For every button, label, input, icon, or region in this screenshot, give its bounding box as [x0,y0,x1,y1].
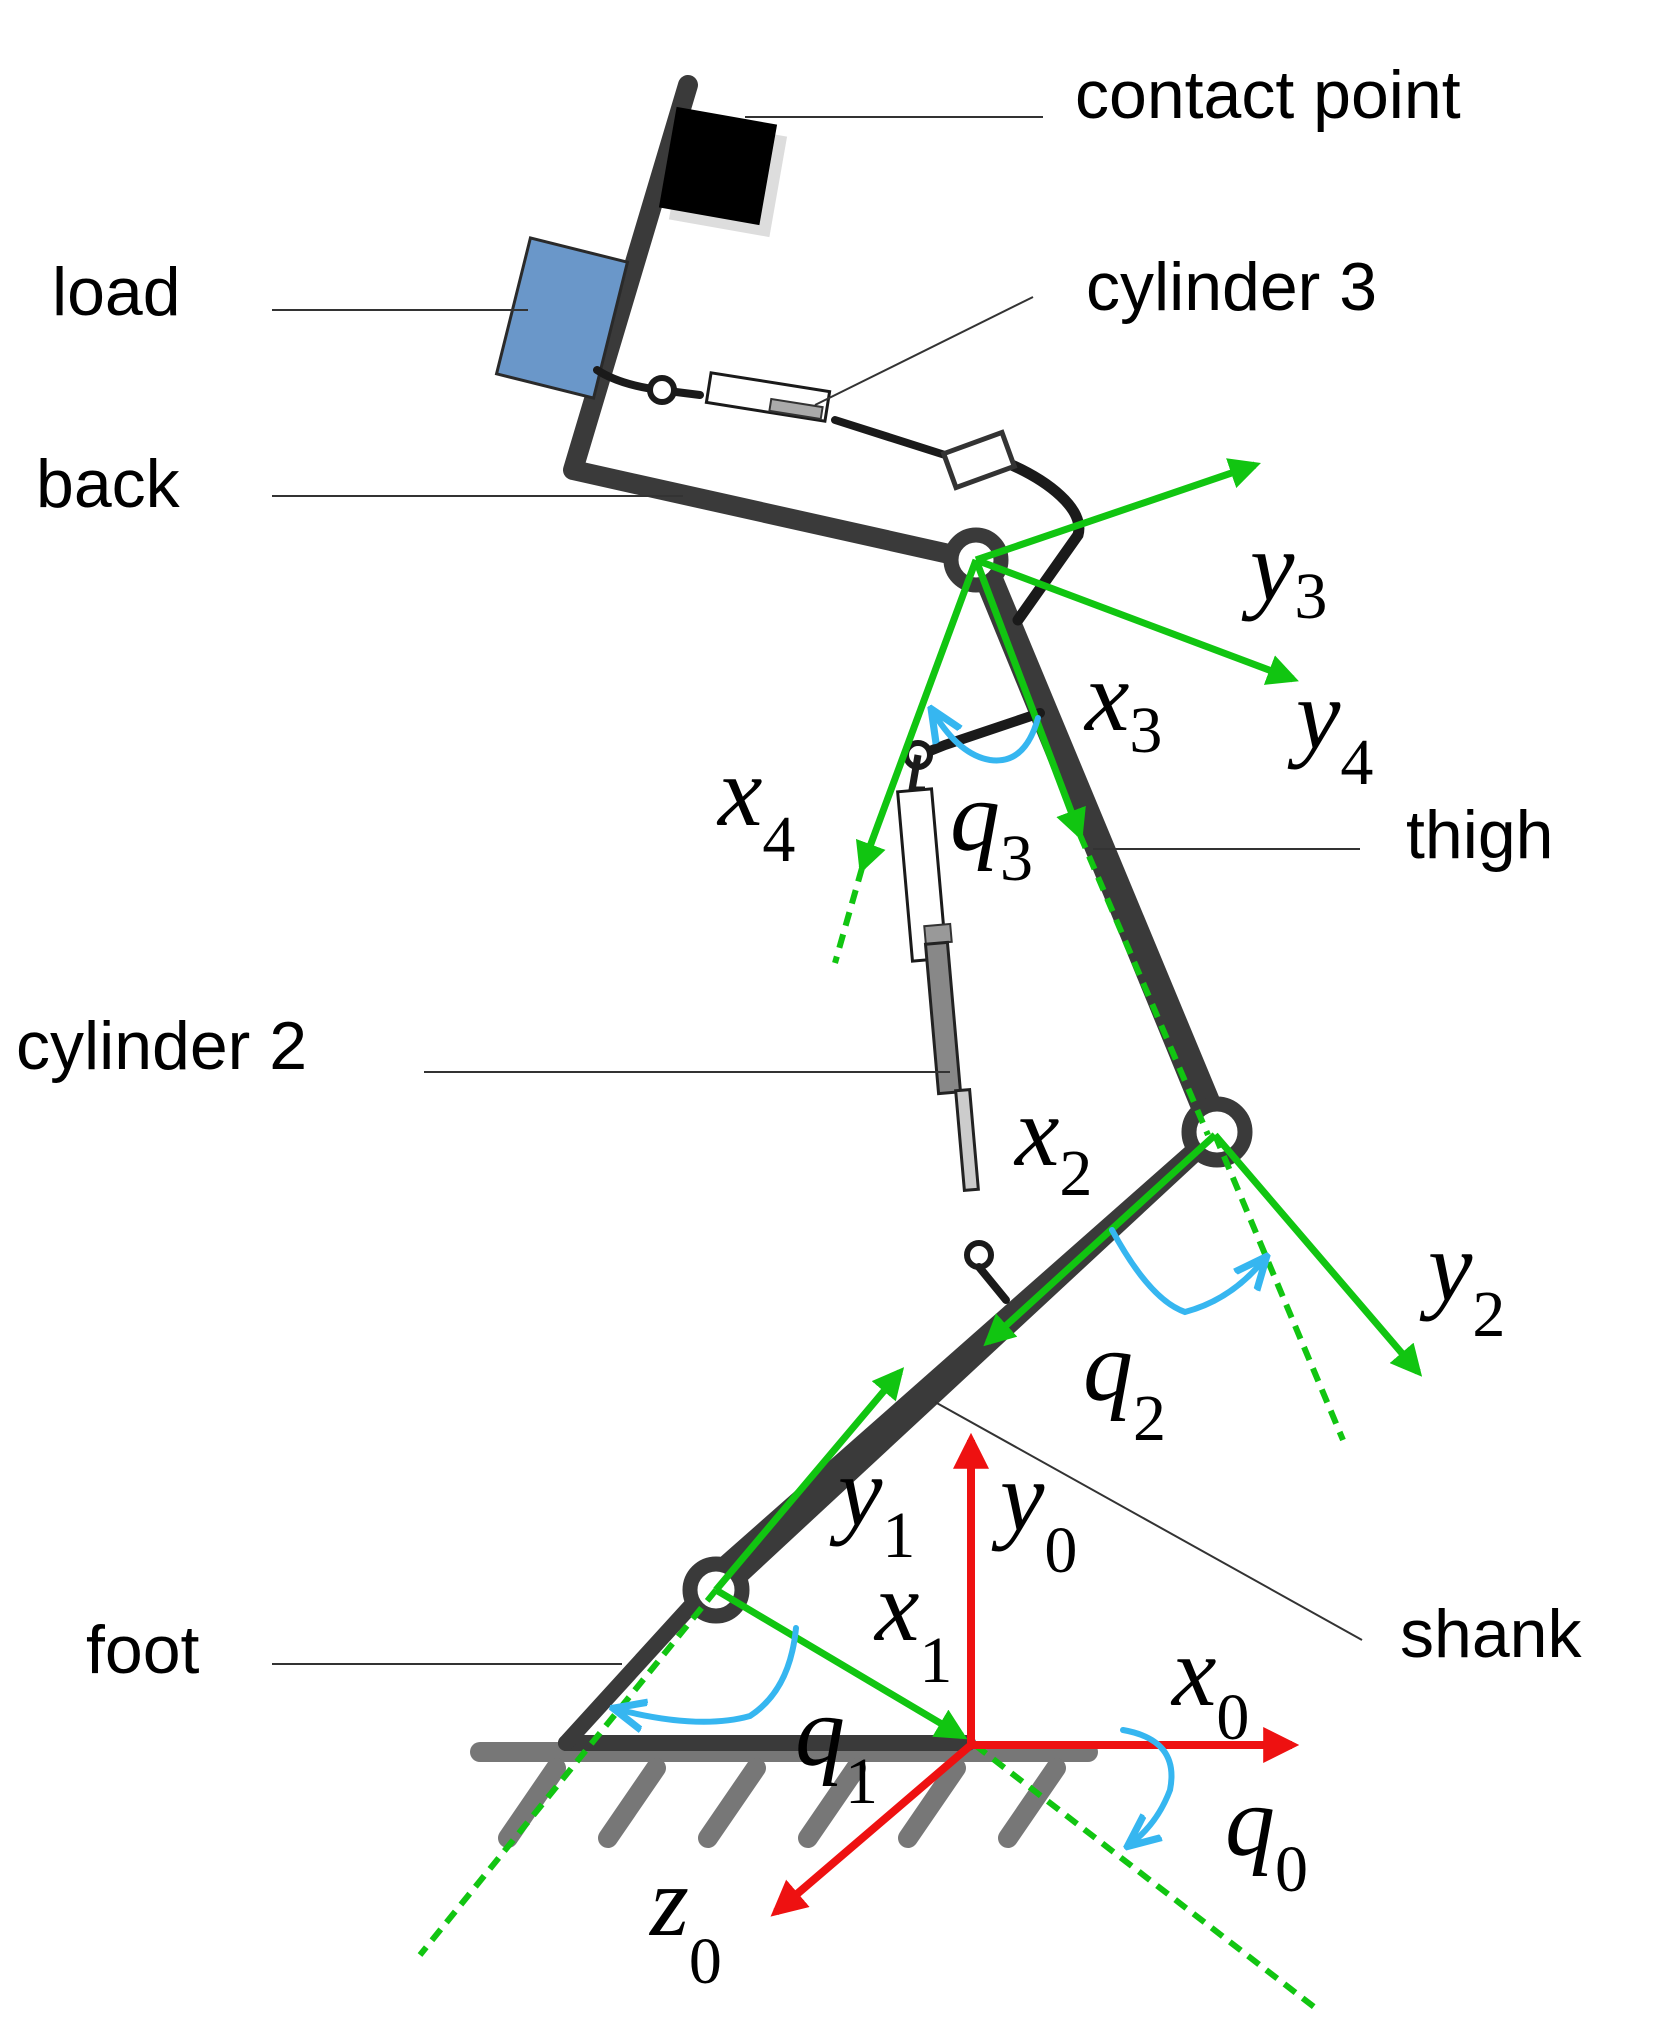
q3-angle-arrow [935,715,1041,764]
q3-label: q3 [950,761,1033,895]
frame3-y-axis [974,458,1261,564]
frame4-y-axis [974,556,1299,685]
thigh-label: thigh [1406,797,1553,873]
q1-label: q1 [795,1676,878,1818]
y3-label: y3 [1241,511,1327,633]
frame3-x-axis [972,558,1086,841]
q2-angle-arrow [1109,1227,1262,1316]
cylinder2-rod [923,940,963,1096]
foot-heel-link [558,1577,718,1751]
cylinder2-rod-tip [954,1087,980,1193]
y0-label: y0 [991,1441,1077,1587]
ground-hatching [498,1758,1066,1848]
q1-angle-arrow [620,1625,799,1722]
frame2-dashed-line [1212,1133,1346,1442]
back-label: back [36,446,181,522]
y1-label: y1 [829,1436,915,1572]
shank-leader [934,1401,1363,1641]
x1-label: x1 [873,1551,952,1697]
x4-label: x4 [716,736,795,876]
angle-arrows [620,715,1262,1842]
foot-label: foot [86,1612,200,1688]
frame1-y-axis [713,1367,905,1593]
cylinder3-label: cylinder 3 [1086,249,1377,325]
y2-label: y2 [1419,1211,1505,1351]
back-link [563,75,986,570]
contact-point-label: contact point [1075,57,1461,133]
frame0-dashed-line [973,1742,1320,2013]
cylinder3-mount [940,429,1018,491]
q0-label: q0 [1225,1766,1308,1906]
thigh-dashed-line [1077,833,1211,1137]
cylinder3-leader [814,296,1034,406]
x2-label: x2 [1013,1076,1092,1210]
frame1-dashed-line [417,1588,719,1957]
leader-lines [272,116,1363,1665]
frame2-x-axis [983,1132,1218,1347]
cylinder2-bottom-link [975,1263,1010,1304]
frame1-x-axis [714,1586,968,1740]
shank-label: shank [1400,1596,1582,1672]
load-box [494,236,630,400]
back-bracket [994,454,1085,626]
cylinder3-pivot [647,375,677,405]
q0-angle-arrow [1120,1727,1175,1842]
frame2-y-axis [1212,1132,1423,1377]
frame0-z-axis [770,1741,974,1917]
cylinder2-label: cylinder 2 [16,1008,307,1084]
load-label: load [52,254,181,330]
contact-point-block [658,106,778,226]
q2-label: q2 [1083,1311,1166,1455]
x3-label: x3 [1083,641,1162,767]
green-frames [417,458,1423,2013]
z0-label: z0 [648,1846,722,1998]
frame4-x-extension [832,867,865,964]
base-frame [770,1432,1300,1917]
y4-label: y4 [1287,659,1373,799]
frame4-x-axis [855,558,980,874]
x0-label: x0 [1170,1616,1249,1754]
cylinder3-rod [768,397,824,421]
